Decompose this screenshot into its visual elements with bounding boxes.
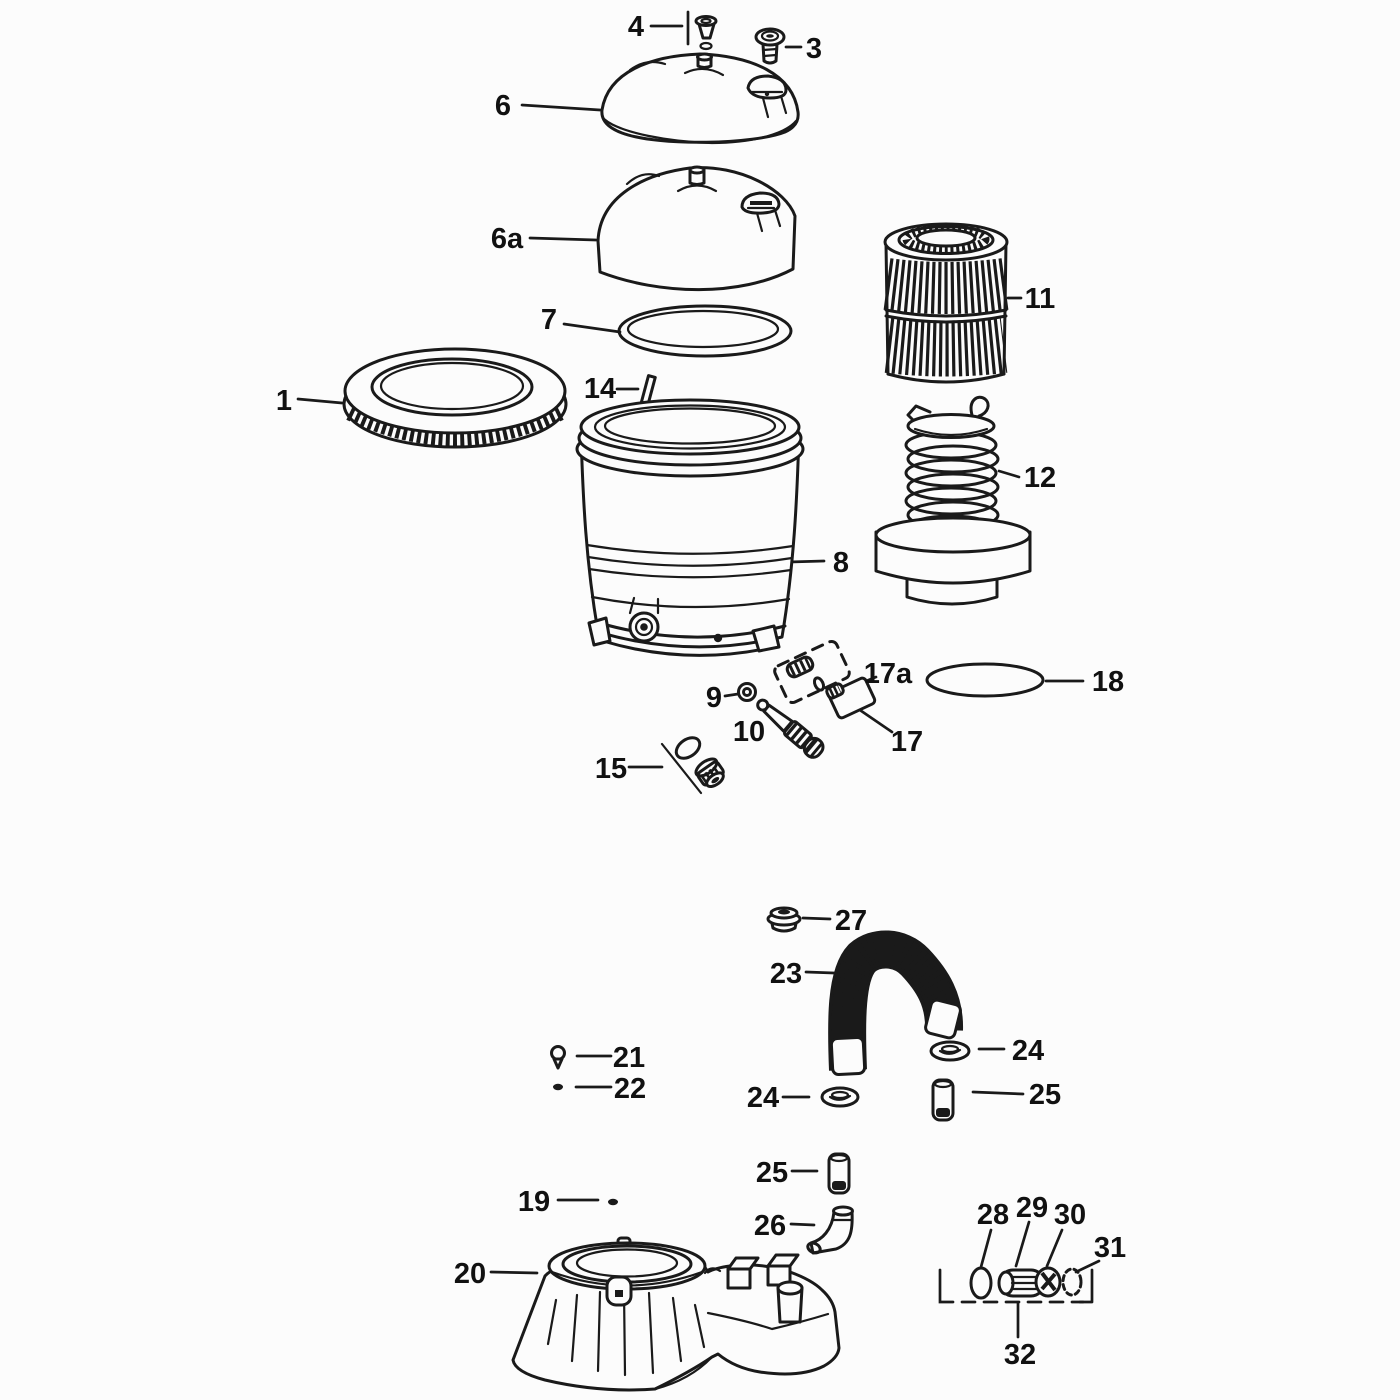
leader-30 xyxy=(1045,1228,1064,1268)
leader-25-right xyxy=(971,1090,1025,1096)
callout-7: 7 xyxy=(541,304,557,336)
callout-1: 1 xyxy=(276,385,292,417)
part-29-coupling xyxy=(997,1268,1046,1298)
callout-14: 14 xyxy=(584,373,616,405)
base-post-left xyxy=(726,1256,760,1290)
callout-19: 19 xyxy=(518,1186,550,1218)
callout-9: 9 xyxy=(706,682,722,714)
callout-23: 23 xyxy=(770,958,802,990)
leader-28 xyxy=(979,1228,993,1269)
part-9-washer xyxy=(737,682,757,702)
part-4-air-relief-valve xyxy=(694,15,718,51)
callout-29: 29 xyxy=(1016,1192,1048,1224)
part-19-fastener xyxy=(608,1198,618,1206)
part-27-cap xyxy=(766,906,802,933)
callout-10: 10 xyxy=(733,716,765,748)
part-24-washer-right xyxy=(929,1040,971,1062)
leader-26 xyxy=(789,1222,816,1227)
part-30-plug xyxy=(1034,1266,1062,1298)
part-17a-cylinder xyxy=(785,655,815,679)
part-31-oring-phantom xyxy=(1061,1267,1083,1297)
part-6-lid xyxy=(600,52,800,145)
part-17a-plug xyxy=(825,682,845,700)
part-22-fastener xyxy=(553,1083,563,1091)
callout-28: 28 xyxy=(977,1199,1009,1231)
part-15-drain-plug xyxy=(660,736,725,795)
callout-11: 11 xyxy=(1025,283,1056,315)
part-18-oring xyxy=(925,662,1045,698)
part-25-fitting-right xyxy=(931,1078,955,1122)
callout-24-right: 24 xyxy=(1012,1035,1044,1067)
callout-24-left: 24 xyxy=(747,1082,779,1114)
leader-20 xyxy=(489,1270,539,1275)
callout-3: 3 xyxy=(806,33,822,65)
part-20-base xyxy=(511,1236,841,1392)
part-23-hose xyxy=(828,930,963,1077)
part-7-oring xyxy=(617,304,793,358)
leader-29 xyxy=(1014,1220,1031,1268)
leader-1 xyxy=(296,397,344,405)
callout-18: 18 xyxy=(1092,666,1124,698)
leader-31 xyxy=(1074,1259,1101,1274)
callout-25-left: 25 xyxy=(756,1157,788,1189)
kit-32-bracket xyxy=(938,1268,1094,1339)
leader-27 xyxy=(801,916,832,921)
leader-8 xyxy=(787,559,826,564)
part-25-fitting-left xyxy=(827,1152,851,1195)
callout-27: 27 xyxy=(835,905,867,937)
callout-8: 8 xyxy=(833,547,849,579)
leader-7 xyxy=(562,322,622,334)
part-26-elbow xyxy=(806,1205,854,1255)
part-1-lock-ring xyxy=(342,347,568,449)
callout-6a: 6a xyxy=(491,223,524,255)
callout-22: 22 xyxy=(614,1073,646,1105)
callout-4: 4 xyxy=(628,11,644,43)
part-28-oring xyxy=(969,1266,993,1300)
callout-12: 12 xyxy=(1024,462,1056,494)
callout-31: 31 xyxy=(1094,1232,1126,1264)
callout-25-right: 25 xyxy=(1029,1079,1061,1111)
callout-26: 26 xyxy=(754,1210,786,1242)
part-8-tank xyxy=(575,398,805,657)
base-post-cylinder xyxy=(776,1280,804,1324)
callout-21: 21 xyxy=(613,1042,645,1074)
part-10-stem xyxy=(756,698,825,759)
callout-15: 15 xyxy=(595,753,627,785)
part-6a-lid xyxy=(596,165,797,292)
leader-12 xyxy=(997,469,1021,479)
callout-17: 17 xyxy=(891,726,923,758)
leader-6a xyxy=(528,236,598,242)
leader-23 xyxy=(804,970,836,975)
part-21-screw xyxy=(550,1045,566,1070)
leader-6 xyxy=(520,103,602,112)
callout-17a: 17a xyxy=(864,658,913,690)
part-17-kit xyxy=(773,639,877,720)
part-24-washer-left xyxy=(820,1086,860,1108)
part-3-screw xyxy=(754,27,786,65)
part-12-core-assembly xyxy=(874,395,1032,606)
callout-labels: 4 3 6 6a 7 1 14 11 12 8 9 10 17a 17 15 1… xyxy=(276,11,1126,1371)
callout-32: 32 xyxy=(1004,1339,1036,1371)
callout-30: 30 xyxy=(1054,1199,1086,1231)
callout-20: 20 xyxy=(454,1258,486,1290)
callout-6: 6 xyxy=(495,90,511,122)
leader-9 xyxy=(723,692,740,698)
part-11-filter-cartridge xyxy=(883,222,1009,384)
